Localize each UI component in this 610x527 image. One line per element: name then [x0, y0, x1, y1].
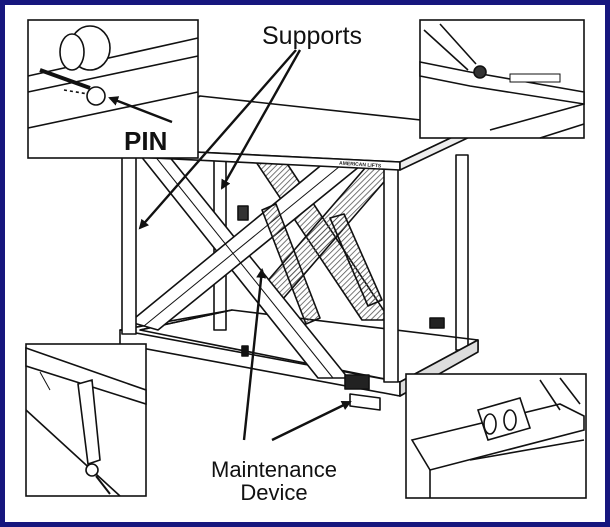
- maintenance-label-line1: Maintenance: [211, 457, 337, 482]
- maintenance-arrow-b: [271, 400, 352, 442]
- front-left-leg: [121, 149, 137, 335]
- maintenance-label-line2: Device: [240, 480, 308, 505]
- supports-arrow-right: [220, 49, 302, 190]
- base-bolt: [241, 345, 249, 357]
- maintenance-arrow-a: [242, 268, 267, 441]
- inset-track-roller: [473, 65, 487, 79]
- base-roller: [344, 374, 370, 390]
- pin-arrow: [108, 96, 173, 124]
- rear-right-leg: [455, 154, 469, 351]
- inset-pin-detail: [27, 19, 199, 159]
- callout-arrows: [108, 49, 352, 442]
- front-right-leg: [383, 159, 399, 383]
- maintenance-device-tab: [349, 393, 381, 411]
- hydraulic-cylinder-b: [329, 213, 383, 307]
- hydraulic-cylinder-a: [261, 203, 321, 325]
- inset-handle-detail: [25, 343, 147, 497]
- maintenance-device-label: Maintenance Device: [198, 458, 350, 504]
- pin-label: PIN: [124, 126, 168, 156]
- inset-track-detail: [419, 19, 585, 139]
- inset-pin-box: [27, 19, 199, 159]
- inset-pin-rail-top: [27, 37, 199, 77]
- supports-label: Supports: [262, 22, 363, 50]
- supports-arrow-left: [138, 49, 297, 230]
- inset-hinge-detail: [405, 373, 587, 499]
- cylinder-mount: [237, 205, 249, 221]
- lift-table: [111, 95, 479, 411]
- maintenance-handle: [77, 378, 101, 466]
- pin-head: [86, 86, 106, 106]
- base-roller-rear: [429, 317, 445, 329]
